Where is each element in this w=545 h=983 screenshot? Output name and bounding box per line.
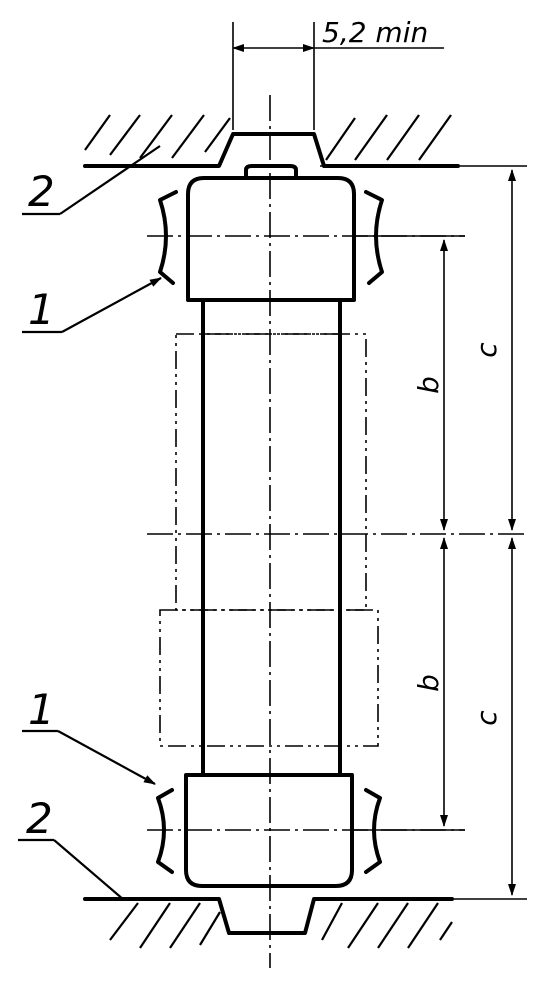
clearance-label: 5,2 min (322, 16, 428, 49)
bottom-mounting-plate (83, 897, 454, 949)
dim-b-lower-label: b (412, 674, 445, 692)
callout-1-upper: 1 (28, 285, 55, 334)
clip-bottom-right (364, 788, 382, 874)
callout-2-upper: 2 (28, 167, 55, 216)
dim-c-lower-label: c (470, 710, 503, 726)
callout-1-lower: 1 (28, 685, 55, 734)
dim-c-upper-label: c (470, 342, 503, 358)
callouts: 2 1 1 2 (18, 145, 162, 901)
dimension-c: c c (318, 165, 527, 900)
fuse-barrel (201, 298, 342, 777)
bottom-end-cap (184, 773, 354, 888)
clip-bottom-left (156, 788, 174, 874)
phantom-outline-lower (159, 609, 379, 747)
clip-top-left (158, 190, 178, 285)
dim-b-upper-label: b (412, 376, 445, 394)
top-end-cap (186, 176, 356, 302)
dimension-b: b b (352, 235, 465, 831)
top-contact-pin (244, 164, 298, 180)
top-plate-hatching (84, 114, 452, 161)
fuse-link (159, 164, 379, 888)
callout-2-lower: 2 (26, 794, 53, 843)
clip-top-right (364, 190, 384, 285)
bottom-plate-hatching (109, 902, 453, 949)
clearance-dimension: 5,2 min (232, 16, 444, 130)
